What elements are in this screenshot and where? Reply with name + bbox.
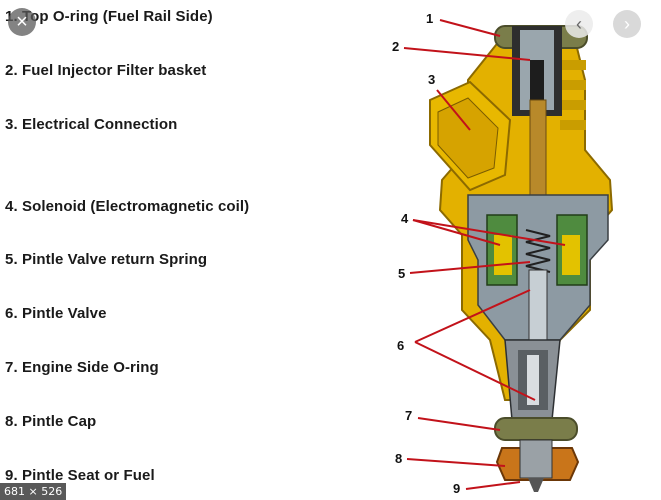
leader-lines [403, 19, 566, 490]
legend-item-return-spring: 5. Pintle Valve return Spring [5, 251, 208, 268]
legend-item-top-oring: 1. Top O-ring (Fuel Rail Side) [5, 8, 213, 25]
callout-6: 6 [397, 338, 404, 353]
parts-legend: 1. Top O-ring (Fuel Rail Side) 2. Fuel I… [5, 8, 250, 484]
legend-item-pintle-seat: 9. Pintle Seat or Fuel [5, 467, 155, 484]
legend-item-pintle-valve: 6. Pintle Valve [5, 305, 107, 322]
callout-9: 9 [453, 481, 460, 496]
legend-item-electrical: 3. Electrical Connection [5, 116, 178, 133]
close-icon[interactable]: × [8, 8, 36, 36]
pintle-cap [495, 439, 580, 492]
legend-item-solenoid: 4. Solenoid (Electromagnetic coil) [5, 198, 250, 215]
previous-arrow-icon[interactable]: ‹ [565, 10, 593, 38]
callout-4: 4 [401, 211, 409, 226]
injector-cutaway [467, 26, 609, 421]
callout-2: 2 [392, 39, 399, 54]
callout-7: 7 [405, 408, 412, 423]
legend-item-pintle-cap: 8. Pintle Cap [5, 413, 97, 430]
next-arrow-icon[interactable]: › [613, 10, 641, 38]
callout-8: 8 [395, 451, 402, 466]
callout-1: 1 [426, 11, 433, 26]
legend-item-filter-basket: 2. Fuel Injector Filter basket [5, 62, 207, 79]
image-dimensions-label: 681 × 526 [0, 483, 67, 500]
callout-3: 3 [428, 72, 435, 87]
legend-item-engine-oring: 7. Engine Side O-ring [5, 359, 159, 376]
engine-side-oring [494, 417, 578, 441]
callout-5: 5 [398, 266, 405, 281]
